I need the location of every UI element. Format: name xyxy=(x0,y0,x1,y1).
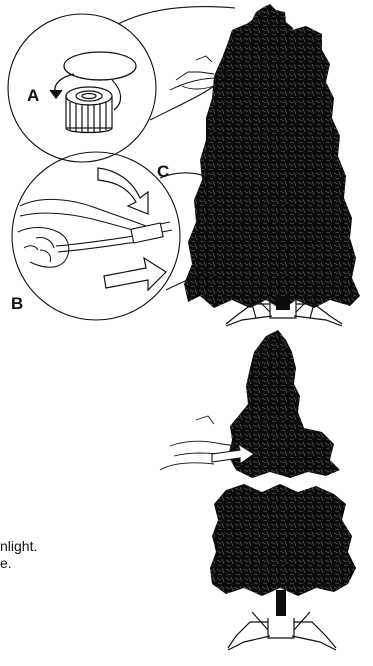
hand-icon xyxy=(160,416,236,470)
cord-plug xyxy=(56,222,172,252)
tree-bottom-stand xyxy=(228,612,336,650)
callout-label-b: B xyxy=(11,295,23,312)
bottle-cap-icon xyxy=(64,52,136,133)
tree-top-foliage xyxy=(184,24,360,310)
cut-off-instruction-line-1: nlight. xyxy=(0,538,37,554)
tree-bottom xyxy=(210,484,356,616)
hand-icon xyxy=(18,199,146,267)
callout-bubble-top xyxy=(8,7,235,162)
tree-bottom-foliage xyxy=(210,484,356,596)
tree-top xyxy=(184,4,360,310)
tree-bottom-trunk xyxy=(276,590,286,616)
callout-label-a: A xyxy=(27,87,39,104)
tree-top-trunk xyxy=(276,296,290,310)
cut-off-instruction-line-2: e. xyxy=(0,555,12,571)
callout-label-c: C xyxy=(157,163,169,180)
